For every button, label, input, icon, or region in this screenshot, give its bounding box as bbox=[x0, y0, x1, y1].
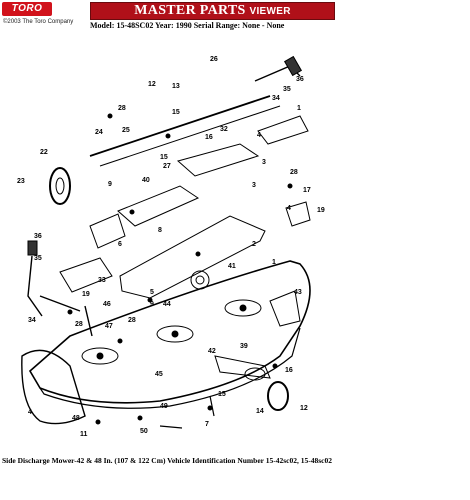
bracket-40 bbox=[89, 213, 126, 249]
pedal-36-left bbox=[27, 240, 38, 256]
callout[interactable]: 49 bbox=[160, 403, 168, 410]
toro-logo[interactable]: TORO bbox=[2, 2, 52, 16]
callout[interactable]: 13 bbox=[172, 83, 180, 90]
rear-bracket bbox=[269, 290, 301, 327]
callout[interactable]: 11 bbox=[80, 431, 88, 438]
title-main: MASTER PARTS bbox=[134, 3, 246, 18]
callout[interactable]: 3 bbox=[252, 182, 256, 189]
callout[interactable]: 7 bbox=[205, 421, 209, 428]
callout[interactable]: 8 bbox=[158, 227, 162, 234]
model-info: Model: 15-48SC02 Year: 1990 Serial Range… bbox=[90, 21, 285, 30]
title-sub: VIEWER bbox=[249, 6, 291, 17]
callout[interactable]: 1 bbox=[272, 259, 276, 266]
callout[interactable]: 19 bbox=[82, 291, 90, 298]
callout[interactable]: 34 bbox=[28, 317, 36, 324]
callout[interactable]: 36 bbox=[34, 233, 42, 240]
deck-spindle-left bbox=[81, 347, 119, 365]
callout[interactable]: 5 bbox=[150, 289, 154, 296]
callout[interactable]: 24 bbox=[95, 129, 103, 136]
callout[interactable]: 15 bbox=[160, 154, 168, 161]
link-arm bbox=[39, 295, 81, 312]
exploded-view-drawing: 26 36 12 13 35 34 28 1 15 32 24 25 16 4 … bbox=[17, 55, 325, 438]
callout[interactable]: 2 bbox=[252, 241, 256, 248]
deck-spindle-right bbox=[224, 299, 262, 317]
callout-labels: 26 36 12 13 35 34 28 1 15 32 24 25 16 4 … bbox=[17, 56, 325, 438]
front-link bbox=[59, 257, 113, 293]
callout[interactable]: 33 bbox=[98, 277, 106, 284]
mower-deck bbox=[28, 260, 311, 404]
callout[interactable]: 46 bbox=[103, 301, 111, 308]
callout[interactable]: 35 bbox=[34, 255, 42, 262]
callout[interactable]: 41 bbox=[228, 263, 236, 270]
strap-46 bbox=[84, 305, 93, 337]
callout[interactable]: 4 bbox=[257, 132, 261, 139]
callout[interactable]: 15 bbox=[172, 109, 180, 116]
callout[interactable]: 1 bbox=[297, 105, 301, 112]
lift-rod bbox=[89, 95, 271, 157]
callout[interactable]: 27 bbox=[163, 163, 171, 170]
callout[interactable]: 28 bbox=[75, 321, 83, 328]
callout[interactable]: 4 bbox=[28, 409, 32, 416]
callout[interactable]: 14 bbox=[256, 408, 264, 415]
callout[interactable]: 48 bbox=[72, 415, 80, 422]
bolt-7 bbox=[159, 425, 183, 429]
mid-plate bbox=[119, 215, 266, 299]
callout[interactable]: 16 bbox=[285, 367, 293, 374]
discharge-chute bbox=[21, 349, 86, 425]
belt-shield-top bbox=[257, 115, 309, 145]
callout[interactable]: 44 bbox=[163, 301, 171, 308]
callout[interactable]: 12 bbox=[300, 405, 308, 412]
copyright-text: ©2003 The Toro Company bbox=[3, 19, 74, 25]
callout[interactable]: 6 bbox=[118, 241, 122, 248]
callout[interactable]: 22 bbox=[40, 149, 48, 156]
title-banner: MASTER PARTS VIEWER bbox=[90, 2, 335, 20]
callout[interactable]: 28 bbox=[290, 169, 298, 176]
idler-arm-42 bbox=[214, 355, 271, 379]
callout[interactable]: 9 bbox=[150, 301, 154, 308]
bracket-17 bbox=[285, 201, 311, 227]
callout[interactable]: 28 bbox=[128, 317, 136, 324]
parts-diagram: 26 36 12 13 35 34 28 1 15 32 24 25 16 4 … bbox=[0, 36, 470, 448]
callout[interactable]: 4 bbox=[287, 205, 291, 212]
callout[interactable]: 47 bbox=[105, 323, 113, 330]
callout[interactable]: 9 bbox=[108, 181, 112, 188]
callout[interactable]: 17 bbox=[303, 187, 311, 194]
callout[interactable]: 26 bbox=[210, 56, 218, 63]
callout[interactable]: 23 bbox=[17, 178, 25, 185]
lift-handle bbox=[283, 55, 303, 77]
bolt-15 bbox=[209, 395, 215, 417]
callout[interactable]: 35 bbox=[283, 86, 291, 93]
callout[interactable]: 45 bbox=[155, 371, 163, 378]
callout[interactable]: 28 bbox=[118, 105, 126, 112]
callout[interactable]: 39 bbox=[240, 343, 248, 350]
callout[interactable]: 3 bbox=[262, 159, 266, 166]
callout[interactable]: 32 bbox=[220, 126, 228, 133]
callout[interactable]: 36 bbox=[296, 76, 304, 83]
belt-shield-right bbox=[176, 143, 260, 177]
callout[interactable]: 34 bbox=[272, 95, 280, 102]
belt-shield-left bbox=[117, 185, 200, 227]
callout[interactable]: 16 bbox=[205, 134, 213, 141]
diagram-caption: Side Discharge Mower-42 & 48 In. (107 & … bbox=[2, 456, 332, 465]
callout[interactable]: 43 bbox=[294, 289, 302, 296]
deck-skirt bbox=[39, 327, 301, 409]
callout[interactable]: 40 bbox=[142, 177, 150, 184]
callout[interactable]: 12 bbox=[148, 81, 156, 88]
deck-spindle-center bbox=[156, 325, 194, 343]
gauge-wheel-left bbox=[49, 167, 71, 205]
gauge-wheel-right bbox=[267, 381, 289, 411]
header: TORO ©2003 The Toro Company MASTER PARTS… bbox=[0, 0, 470, 36]
callout[interactable]: 19 bbox=[317, 207, 325, 214]
callout[interactable]: 42 bbox=[208, 348, 216, 355]
callout[interactable]: 50 bbox=[140, 428, 148, 435]
callout[interactable]: 15 bbox=[218, 391, 226, 398]
callout[interactable]: 25 bbox=[122, 127, 130, 134]
